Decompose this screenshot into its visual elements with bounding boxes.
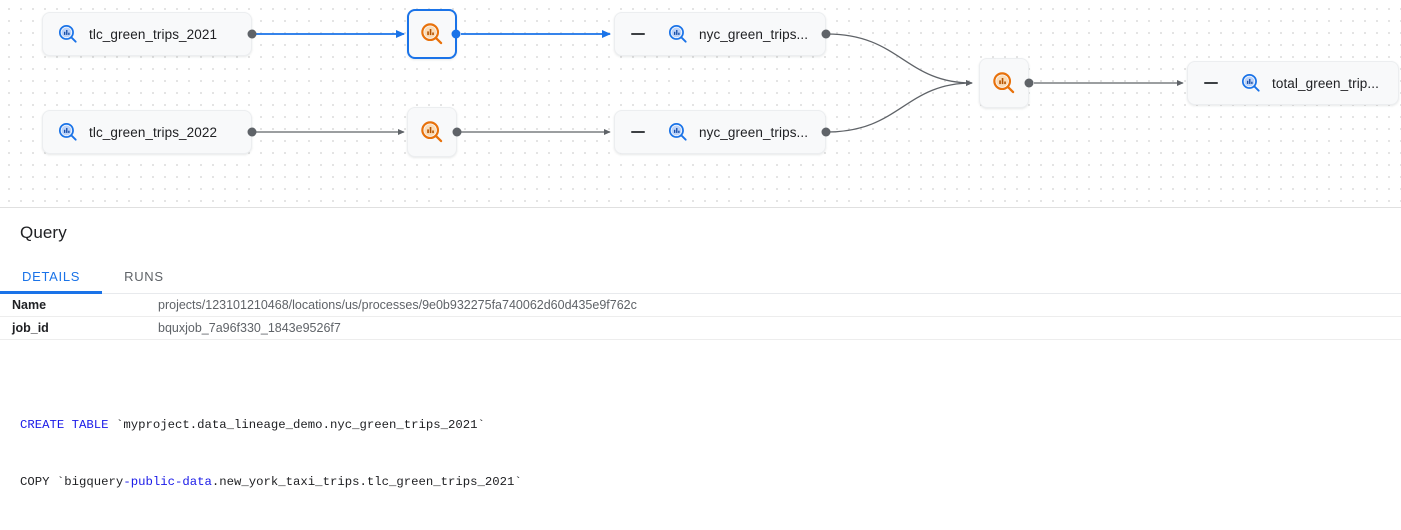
detail-panel: Query DETAILS RUNS Name projects/1231012… <box>0 208 1401 489</box>
node-output-port[interactable] <box>247 127 256 137</box>
graph-node-nyc-green-trips-top[interactable]: nyc_green_trips... <box>614 12 830 56</box>
bigquery-table-icon <box>667 121 689 143</box>
property-key: Name <box>12 298 47 312</box>
bigquery-table-icon <box>57 121 79 143</box>
tab-runs[interactable]: RUNS <box>102 260 186 293</box>
graph-node-label: nyc_green_trips... <box>699 26 809 42</box>
graph-node-label: nyc_green_trips... <box>699 124 809 140</box>
sql-line: CREATE TABLE `myproject.data_lineage_dem… <box>20 418 485 432</box>
node-output-port[interactable] <box>452 127 461 137</box>
tab-details[interactable]: DETAILS <box>0 260 103 294</box>
bigquery-process-icon <box>991 70 1017 96</box>
table-row: job_id bquxjob_7a96f330_1843e9526f7 <box>0 317 1401 340</box>
bigquery-table-icon <box>57 23 79 45</box>
graph-node-label: tlc_green_trips_2022 <box>89 124 218 140</box>
graph-node-tlc-green-trips-2022[interactable]: tlc_green_trips_2022 <box>42 110 256 154</box>
graph-node-label: total_green_trip... <box>1272 75 1379 91</box>
bigquery-table-icon <box>667 23 689 45</box>
graph-node-total-green-trips[interactable]: total_green_trip... <box>1187 61 1399 105</box>
graph-node-process-merge[interactable] <box>979 58 1033 108</box>
graph-node-label: tlc_green_trips_2021 <box>89 26 218 42</box>
lineage-graph-canvas[interactable]: tlc_green_trips_2021 tlc_green_trips_202… <box>0 0 1401 208</box>
minus-icon[interactable] <box>1202 74 1220 92</box>
tab-bar: DETAILS RUNS <box>0 260 1401 294</box>
tab-runs-label: RUNS <box>124 269 164 284</box>
bigquery-process-icon <box>419 21 445 47</box>
table-row: Name projects/123101210468/locations/us/… <box>0 294 1401 317</box>
node-output-port[interactable] <box>821 29 830 39</box>
tab-details-label: DETAILS <box>22 269 81 284</box>
minus-icon[interactable] <box>629 123 647 141</box>
node-output-port[interactable] <box>247 29 256 39</box>
page-title: Query <box>20 223 67 242</box>
graph-node-process-bottom[interactable] <box>407 107 461 157</box>
property-value: bquxjob_7a96f330_1843e9526f7 <box>158 321 341 335</box>
bigquery-table-icon <box>1240 72 1262 94</box>
graph-node-tlc-green-trips-2021[interactable]: tlc_green_trips_2021 <box>42 12 256 56</box>
node-output-port[interactable] <box>821 127 830 137</box>
node-output-port[interactable] <box>1024 78 1033 88</box>
node-output-port[interactable] <box>451 29 460 39</box>
minus-icon[interactable] <box>629 25 647 43</box>
panel-divider <box>0 207 1401 208</box>
bigquery-process-icon <box>419 119 445 145</box>
sql-line: COPY `bigquery-public-data.new_york_taxi… <box>20 475 522 489</box>
graph-node-nyc-green-trips-bottom[interactable]: nyc_green_trips... <box>614 110 830 154</box>
sql-code-block: CREATE TABLE `myproject.data_lineage_dem… <box>0 356 1401 530</box>
properties-table: Name projects/123101210468/locations/us/… <box>0 294 1401 340</box>
property-value: projects/123101210468/locations/us/proce… <box>158 298 637 312</box>
property-key: job_id <box>12 321 49 335</box>
graph-node-process-top[interactable] <box>407 9 460 59</box>
